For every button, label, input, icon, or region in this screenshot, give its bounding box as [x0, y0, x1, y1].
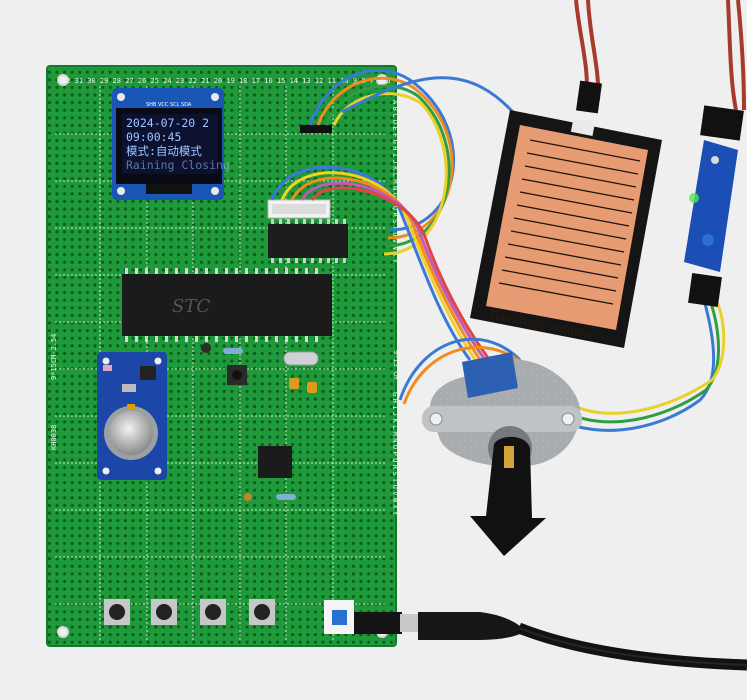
capacitors [201, 343, 317, 393]
tactile-button-2 [151, 599, 177, 625]
dip8-ic [258, 446, 292, 478]
tactile-button-1 [104, 599, 130, 625]
tactile-button-3 [200, 599, 226, 625]
comparator-module [684, 105, 744, 307]
mcu-logo: STC [172, 296, 210, 317]
rain-sensor-connector [576, 80, 602, 114]
board-top-numbers: 32 31 30 29 28 27 26 25 24 23 22 21 20 1… [62, 77, 416, 85]
oled-time: 09:00:45 [126, 130, 181, 144]
dc-power-cable [354, 612, 747, 671]
crystal [283, 351, 319, 366]
board-right-letters-top: ABCDEFGHIJKLMNOPQRSTUVWXY [391, 100, 399, 265]
board-right-letters-bottom: GHIJKLMNOPQRSTUVWXY [391, 392, 399, 518]
oled-mode: 模式:自动模式 [126, 144, 202, 158]
oled-status: Raining Closing [126, 158, 230, 172]
power-switch [324, 600, 354, 634]
connector-white [267, 199, 331, 219]
rain-sensor: Raindrops module [470, 110, 662, 348]
pin-header-top [300, 125, 332, 133]
rtc-module [97, 352, 167, 480]
tactile-button-4 [249, 599, 275, 625]
motor-arrow-pointer [470, 436, 546, 556]
oled-pin-labels: SHB VCC SCL SDA [146, 102, 192, 108]
photoresistor [244, 493, 296, 501]
mcu-chip: STC [122, 268, 332, 342]
dip-ic-small [268, 219, 348, 263]
board-right-label: 9*15 CM [392, 350, 400, 380]
oled-date: 2024-07-20 2 [126, 116, 209, 130]
stepper-motor [422, 352, 582, 470]
oled-display: SHB VCC SCL SDA 2024-07-20 2 09:00:45 模式… [112, 88, 230, 200]
tactile-switch-reset [227, 365, 247, 385]
resistor-1 [223, 348, 243, 354]
board-left-label-2: KH0038 [50, 425, 58, 450]
board-left-label-1: 9*15CM-2.54 [50, 334, 58, 380]
